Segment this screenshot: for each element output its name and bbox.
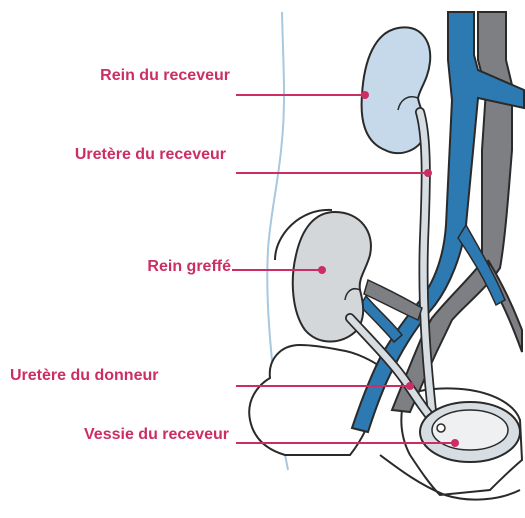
label-rein-du-receveur: Rein du receveur [100, 67, 230, 85]
label-uretere-du-receveur: Uretère du receveur [75, 146, 226, 164]
pointer-dot-rein-greffe [318, 266, 326, 274]
pointer-dot-uretere-donneur [406, 382, 414, 390]
pointer-dot-vessie-receveur [451, 439, 459, 447]
ureter-anastomosis [437, 424, 445, 432]
label-rein-greffe: Rein greffé [147, 258, 231, 276]
pointer-dot-uretere-receveur [424, 169, 432, 177]
pointer-dot-rein-receveur [361, 91, 369, 99]
label-uretere-du-donneur: Uretère du donneur [10, 367, 158, 385]
label-vessie-du-receveur: Vessie du receveur [84, 426, 229, 444]
